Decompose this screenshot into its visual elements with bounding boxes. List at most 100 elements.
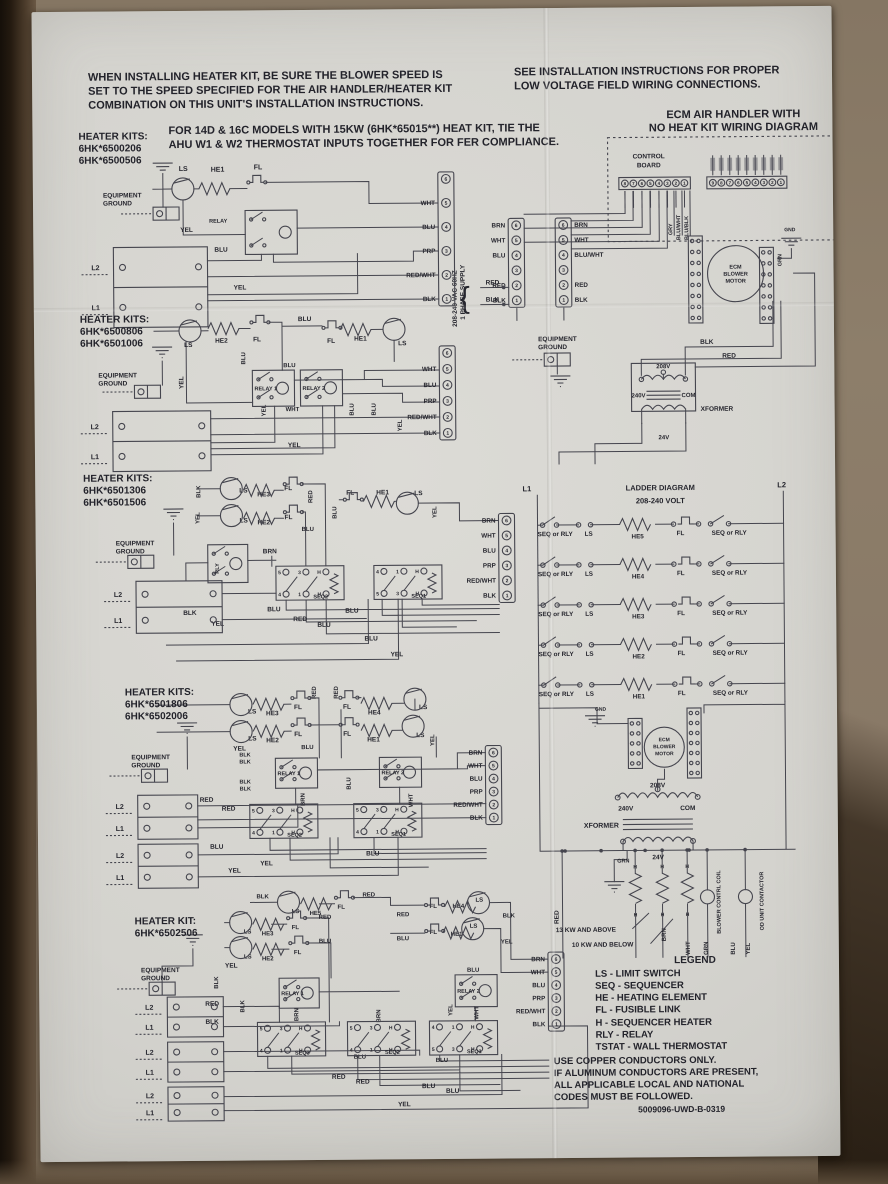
- wire-label: LS: [470, 924, 478, 930]
- wire-label: XFORMER: [701, 406, 734, 413]
- gnd-icon: [162, 508, 185, 521]
- terminal-wire-label: BLK: [575, 297, 588, 304]
- sequencer-terminal-number: 1: [298, 592, 301, 598]
- connector-pin: [696, 238, 701, 244]
- sequencer-terminal-number: 5: [252, 808, 255, 814]
- wire-label: LS: [239, 487, 248, 494]
- kit2-header: HEATER KITS: 6HK*6500806 6HK*6501006: [79, 314, 150, 350]
- block-lug: [209, 590, 217, 598]
- wire-label: 208V: [650, 782, 666, 789]
- wire-label: COM: [682, 393, 696, 399]
- fl-icon: [290, 690, 312, 701]
- line-terminal-label: L1: [114, 618, 122, 625]
- wire-label: HE3: [266, 710, 279, 717]
- wire-label: BLU: [319, 939, 331, 945]
- terminal: [558, 295, 569, 305]
- wire-label: EQUIPMENT: [103, 192, 142, 199]
- terminal-number: 5: [649, 181, 652, 186]
- relay-switch-lever: [280, 771, 294, 780]
- rung-wire: [537, 642, 785, 646]
- block-divider: [136, 606, 223, 608]
- junction-dot: [633, 848, 637, 853]
- wire-label: BLU: [241, 352, 247, 364]
- rung-contact: [554, 562, 560, 568]
- he-icon: [360, 723, 393, 738]
- xformer-tap: [660, 369, 667, 375]
- block-lug: [118, 422, 126, 431]
- wire-label: HE1: [376, 489, 389, 496]
- wire-label: HE3: [257, 491, 270, 498]
- wire-label: BLU: [467, 968, 479, 974]
- rung-contact: [696, 641, 703, 647]
- gnd-icon: [549, 375, 572, 388]
- wire-label: LS: [244, 929, 252, 935]
- connector-pin: [696, 271, 702, 277]
- wire-label: HE2: [266, 737, 279, 744]
- relay-contact: [458, 981, 464, 986]
- relay-coil: [478, 984, 492, 998]
- relay: RELAY 1: [251, 369, 296, 407]
- connector-pin: [761, 316, 766, 321]
- relay-contact: [256, 377, 261, 382]
- kit3-wires: [165, 483, 500, 662]
- junction-dot: [643, 848, 647, 853]
- relay-switch-lever: [384, 758, 398, 768]
- rung-contact: [709, 681, 715, 687]
- rung-contact: [539, 522, 546, 528]
- rung-contact: [554, 642, 561, 648]
- wire-label: RED: [293, 616, 307, 623]
- wire-label: OD UNIT CONTACTOR: [759, 872, 765, 931]
- wire-label: BRN: [294, 1008, 300, 1021]
- relay-contact: [279, 777, 284, 782]
- terminal-wire-label: PRP: [424, 398, 437, 405]
- terminal-number: 8: [624, 181, 627, 186]
- terminal: [488, 747, 499, 758]
- xformer-tap: [690, 838, 696, 844]
- rung-contact: [541, 682, 547, 688]
- sequencer-terminal-lug: [380, 567, 388, 575]
- block-divider: [113, 286, 208, 289]
- eqbox-icon: [116, 981, 176, 997]
- sequencer-terminal-number: H: [299, 1048, 303, 1054]
- rung-contact: [671, 641, 678, 647]
- line-terminal-label: L1: [145, 1025, 153, 1032]
- terminal: [442, 363, 453, 374]
- relay-coil: [300, 986, 314, 1000]
- rung-fusible-link: [677, 516, 694, 525]
- wire-label: HE4: [453, 904, 465, 910]
- relay-contact: [459, 995, 464, 1000]
- wire-label: LS: [179, 166, 188, 173]
- wire-label: RED: [356, 1079, 370, 1086]
- terminal: [558, 250, 569, 260]
- eqbox-icon: [120, 206, 180, 222]
- sequencer-terminal-lug: [435, 1023, 444, 1031]
- terminal: [511, 280, 522, 291]
- block-lug: [143, 802, 151, 810]
- strip-body: [484, 744, 503, 826]
- relay-switch-lever: [460, 976, 473, 985]
- ls-icon: [229, 910, 253, 935]
- wire-label: {: [460, 282, 470, 315]
- rung-wire: [537, 522, 785, 526]
- wire-label: HE3: [262, 931, 274, 937]
- wire-label: GRN: [617, 858, 629, 864]
- rung-ls-label: LS: [586, 691, 594, 698]
- wire-label: GRN: [777, 254, 783, 266]
- sequencer-switch-lever: [266, 1032, 280, 1049]
- line-terminal-label: L1: [116, 875, 124, 882]
- block-lug: [173, 1091, 181, 1100]
- block-lug: [211, 1068, 219, 1076]
- relay-label: RELAY 1: [277, 771, 300, 777]
- terminal-wire-label: BLK: [470, 815, 483, 822]
- sequencer-terminal-number: 4: [356, 830, 359, 836]
- wire-label: RED: [334, 685, 340, 698]
- wire-label: BLK: [196, 485, 202, 498]
- wire-label: BLU: [364, 635, 378, 642]
- ladder-l1-label: L1: [522, 484, 531, 493]
- sequencer-terminal-lug: [374, 1045, 382, 1054]
- block-lug: [172, 1023, 181, 1031]
- rung-contact: [576, 642, 583, 648]
- relay-contact: [296, 984, 301, 990]
